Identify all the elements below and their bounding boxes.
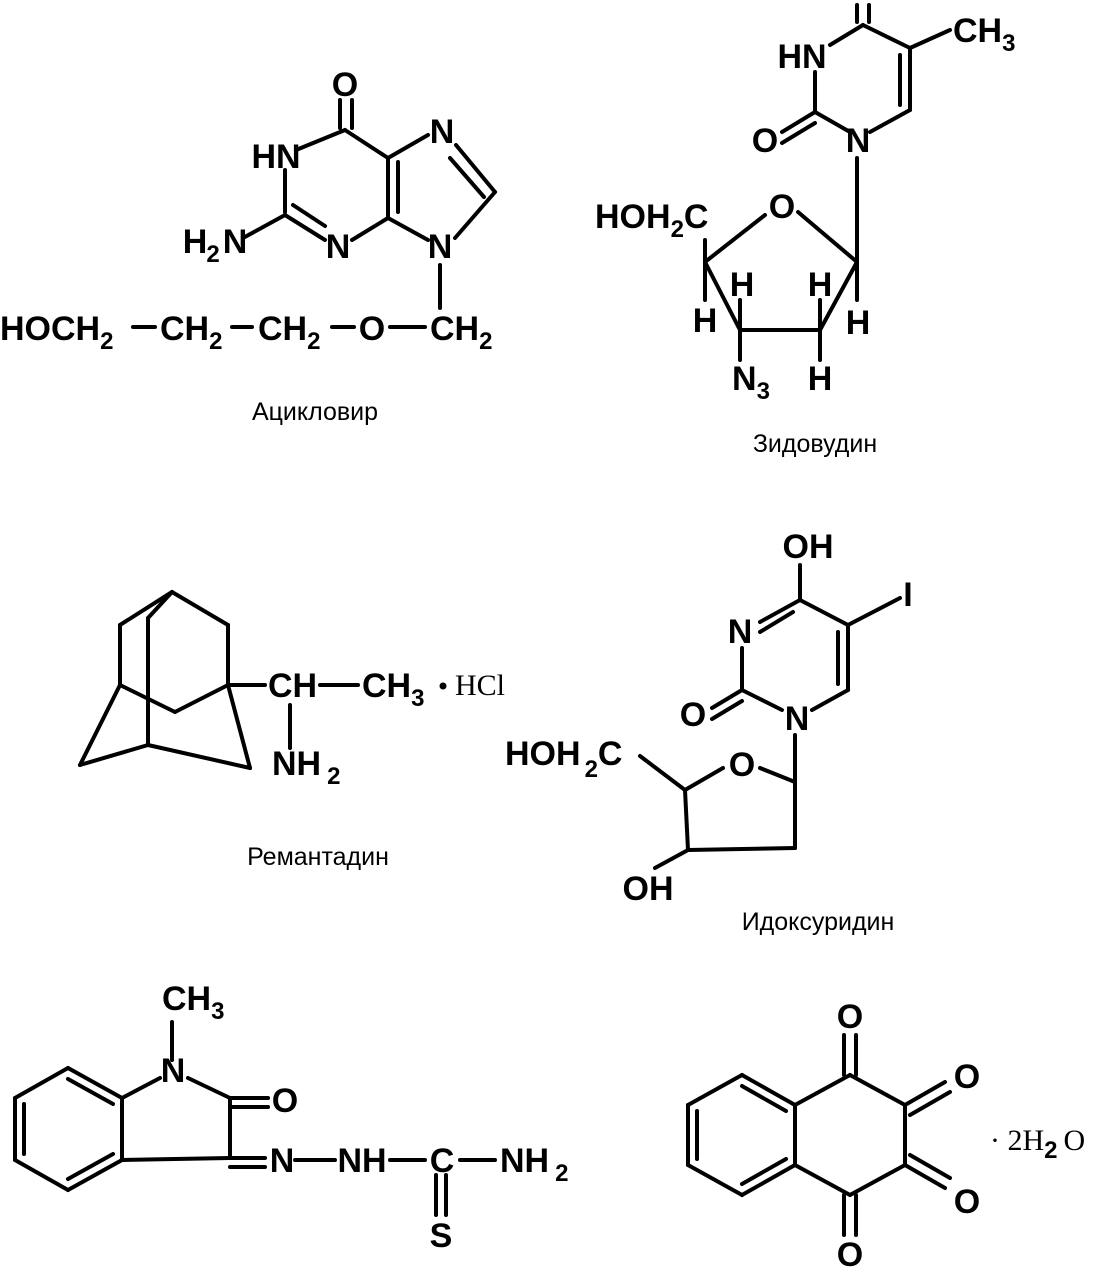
idoxuridine-bonds (638, 563, 902, 870)
ch2-label: CH2 (160, 310, 222, 355)
nitrogen-label: N (270, 1142, 295, 1180)
oxygen-label: O (680, 696, 706, 734)
hoh2c-label: HOH2C (595, 198, 708, 243)
nitrogen-label: N (785, 700, 810, 738)
ring-oxygen-label: O (729, 746, 755, 784)
hydroxyl-label: OH (783, 528, 834, 566)
compound-name: Ремантадин (247, 843, 389, 871)
nh-label: HN (251, 138, 300, 176)
oxygen-label: O (752, 122, 778, 160)
ch2-label: CH2 (258, 310, 320, 355)
hydrogen-label: H (846, 304, 871, 342)
hydroxyl-label: OH (623, 870, 674, 908)
remantadine-bonds (78, 590, 360, 770)
zidovudine-structure: HN CH3 O N HOH2C O H H H H H N3 Зидовуди… (595, 3, 1015, 458)
methyl-label: CH3 (953, 12, 1015, 57)
azide-label: N3 (732, 360, 770, 405)
nitrogen-label: N (846, 122, 871, 160)
oxygen-label: O (837, 1236, 863, 1273)
ring-oxygen-label: O (769, 188, 795, 226)
amino-subscript: 2 (206, 241, 219, 268)
compound-name: Ацикловир (252, 398, 378, 426)
nitrogen-label: N (161, 1052, 186, 1090)
oxygen-label: O (837, 998, 863, 1036)
ch-label: CH (268, 667, 317, 705)
nh-label: HN (777, 38, 826, 76)
nitrogen-label: N (430, 113, 455, 151)
hydrogen-label: H (730, 266, 755, 304)
hydrogen-label: H (693, 302, 718, 340)
methyl-label: CH3 (162, 980, 224, 1025)
amino-n-label: N (223, 223, 248, 261)
oxygen-label: O (272, 1082, 298, 1120)
amino-h-label: H (183, 223, 208, 261)
sulfur-label: S (430, 1217, 453, 1255)
zidovudine-bonds (703, 3, 952, 362)
nitrogen-label: N (728, 613, 753, 651)
ch2-label: CH2 (430, 310, 492, 355)
nh-label: NH (337, 1142, 386, 1180)
compound-name: Зидовудин (753, 430, 877, 458)
nitrogen-label: N (326, 228, 351, 266)
nitrogen-label: N (428, 228, 453, 266)
iodine-label: I (903, 576, 912, 614)
hydrogen-label: H (808, 360, 833, 398)
acyclovir-atoms: O HN N H 2 N N N HOCH2 CH2 CH2 O CH2 (0, 66, 492, 355)
compound-name: Идоксуридин (742, 908, 895, 936)
salt-dot (439, 682, 447, 690)
hydrogen-label: H (808, 266, 833, 304)
hoch2-label: HOCH2 (0, 310, 113, 355)
zidovudine-atoms: HN CH3 O N HOH2C O H H H H H N3 (595, 12, 1015, 405)
acyclovir-structure: O HN N H 2 N N N HOCH2 CH2 CH2 O CH2 Аци… (0, 66, 497, 426)
hcl-label: HCl (455, 669, 505, 702)
carbon-label: C (430, 1142, 455, 1180)
acyclovir-bonds (131, 98, 497, 329)
oxygen-label: O (359, 310, 385, 348)
oxygen-label: O (954, 1058, 980, 1096)
oxygen-label: O (332, 66, 358, 104)
oxygen-label: O (954, 1183, 980, 1221)
naphthalenetetrone-bonds (686, 1033, 952, 1237)
methyl-label: CH3 (362, 667, 424, 712)
thiosemicarbazone-bonds (13, 1020, 497, 1217)
